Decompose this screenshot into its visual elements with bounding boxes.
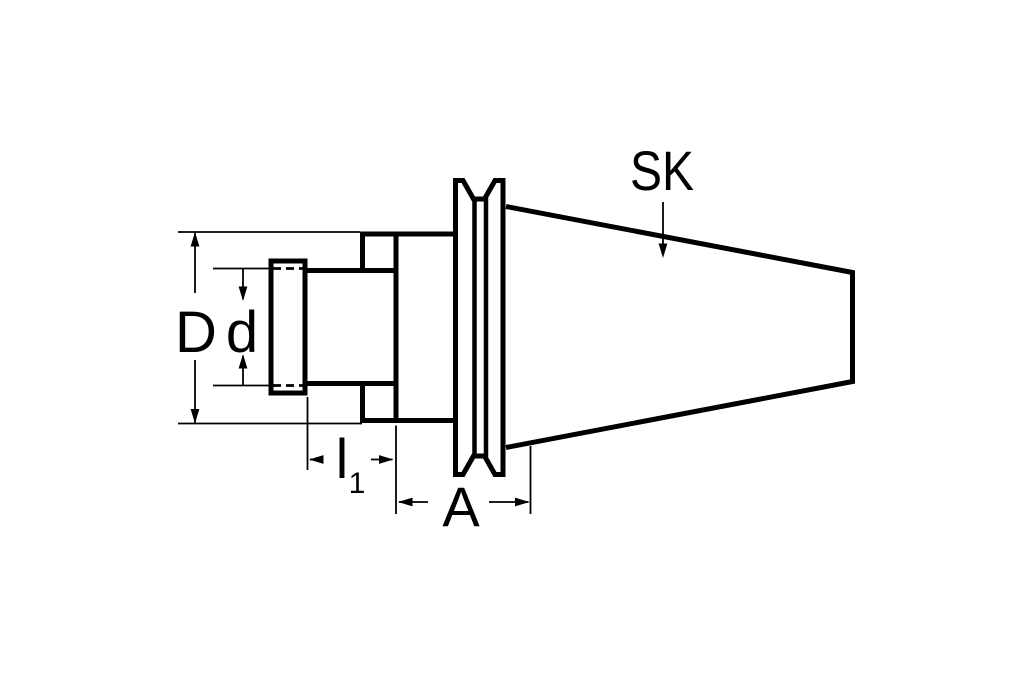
label-diameter-D: D: [175, 300, 217, 365]
arrowhead-D-up-icon: [190, 232, 200, 247]
dimension-lines: [194, 202, 664, 503]
arrowheads: [190, 232, 668, 507]
arrowhead-D-down-icon: [190, 409, 200, 424]
flange-outline: [453, 178, 506, 477]
arrowhead-A-right-icon: [515, 497, 530, 507]
arrowhead-l1-left-icon: [309, 455, 324, 464]
label-length-subscript: 1: [349, 467, 366, 500]
arrowhead-A-left-icon: [398, 497, 413, 507]
arrowhead-d-up-icon: [238, 354, 248, 369]
label-projection-A: A: [442, 475, 480, 538]
arrowhead-d-down-icon: [238, 286, 248, 301]
label-diameter-d: d: [226, 300, 258, 365]
label-length-l: l: [336, 427, 348, 490]
hidden-edge-lines: [273, 267, 304, 387]
part-outline: [268, 178, 855, 477]
arrowhead-SK-down-icon: [658, 243, 668, 258]
label-taper-SK: SK: [630, 139, 694, 202]
dimension-labels: D d l 1 A SK: [175, 139, 694, 538]
pilot-boss-outline: [268, 258, 308, 396]
arrowhead-l1-right-icon: [379, 455, 394, 464]
taper-cone-outline: [505, 204, 855, 450]
